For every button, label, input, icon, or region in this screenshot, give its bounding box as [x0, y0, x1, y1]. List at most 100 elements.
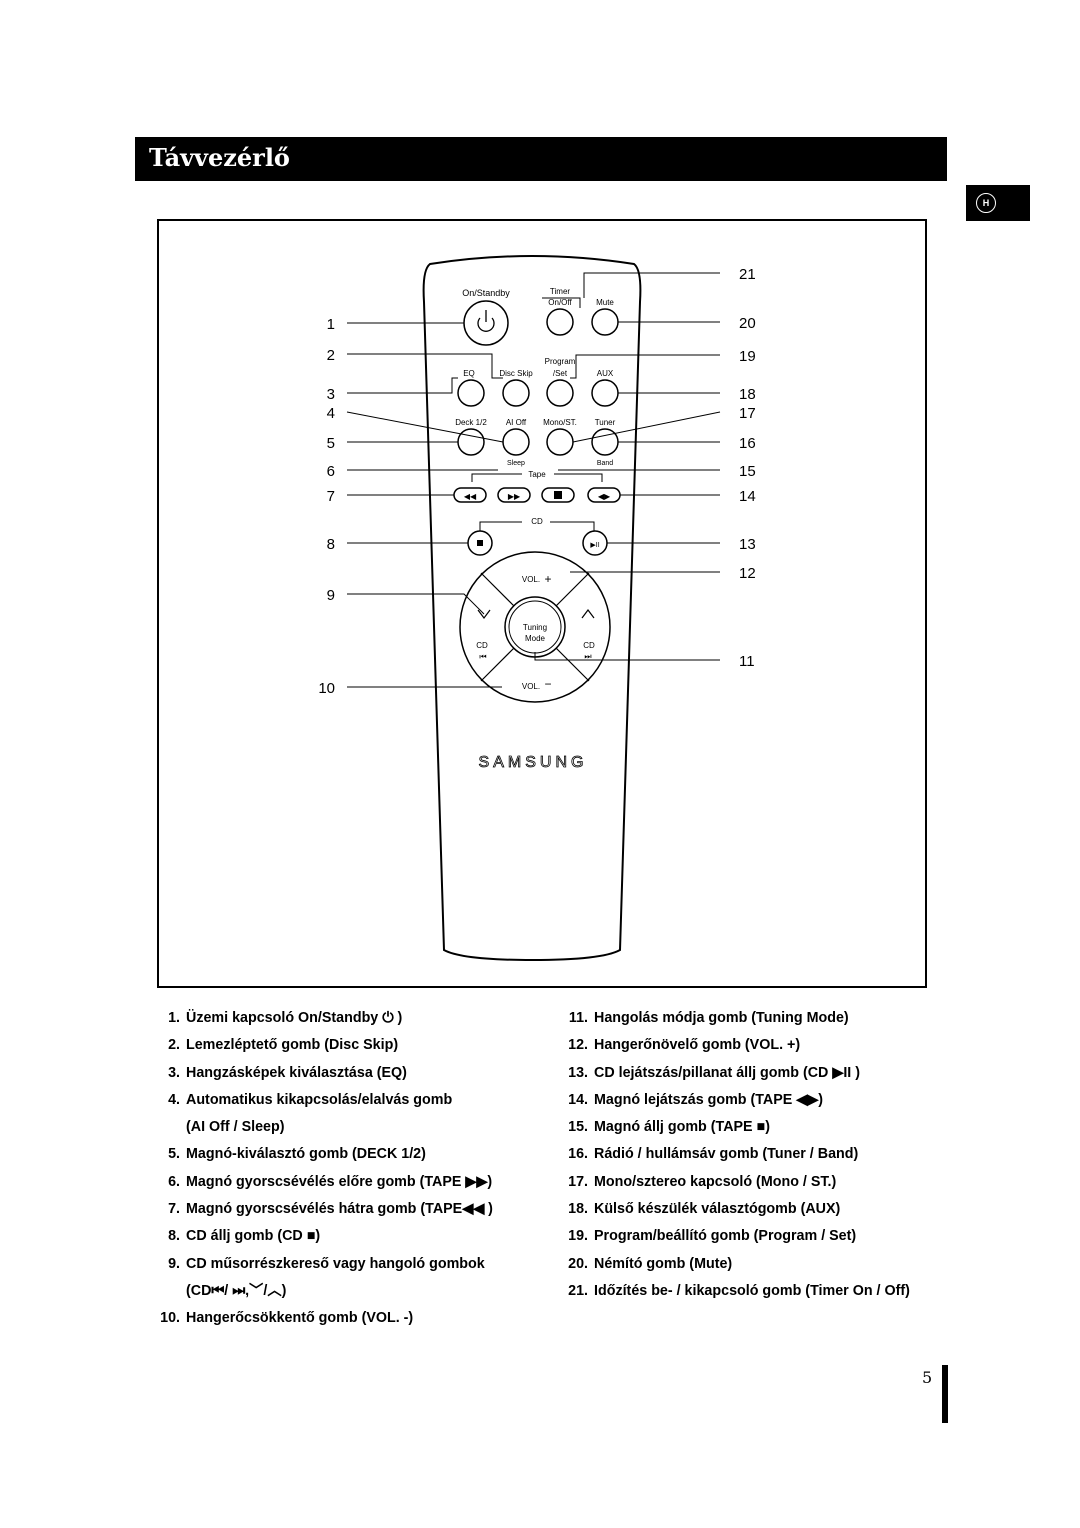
legend-item: 15.Magnó állj gomb (TAPE ■) — [568, 1119, 770, 1136]
vol-minus-label: VOL. — [522, 682, 540, 691]
right-leader-lines — [534, 272, 721, 661]
band-label: Band — [597, 460, 613, 467]
callout-2: 2 — [327, 347, 335, 364]
sleep-label: Sleep — [507, 460, 525, 467]
legend-item: 6.Magnó gyorscsévélés előre gomb (TAPE ▶… — [168, 1173, 493, 1190]
legend-item: 13.CD lejátszás/pillanat állj gomb (CD ▶… — [568, 1064, 861, 1081]
mono-st-label: Mono/ST. — [543, 418, 577, 427]
legend-item-continuation: (AI Off / Sleep) — [186, 1119, 285, 1136]
set-label: /Set — [553, 369, 568, 378]
page-number: 5 — [922, 1368, 933, 1387]
left-callouts: 1 2 3 4 5 6 7 8 9 10 — [318, 316, 335, 697]
plus-icon: + — [544, 572, 551, 586]
legend-item: 12.Hangerőnövelő gomb (VOL. +) — [568, 1037, 801, 1054]
language-badge: H — [976, 193, 996, 213]
left-leader-lines — [346, 322, 504, 688]
legend-item: 3.Hangzásképek kiválasztása (EQ) — [168, 1064, 407, 1081]
deck-button[interactable] — [457, 428, 485, 456]
legend-item: 1.Üzemi kapcsoló On/Standby ⏻ ) — [168, 1010, 403, 1026]
legend-item: 14.Magnó lejátszás gomb (TAPE ◀▶) — [568, 1091, 824, 1108]
legend-item: 7.Magnó gyorscsévélés hátra gomb (TAPE◀◀… — [168, 1201, 493, 1218]
right-callouts: 21 20 19 18 17 16 15 14 13 12 11 — [739, 266, 756, 670]
language-tab: H — [966, 185, 1030, 221]
remote-figure-frame: On/Standby Timer On/Off Mute Program EQ … — [157, 219, 927, 988]
program-set-button[interactable] — [546, 379, 574, 407]
callout-1: 1 — [327, 316, 335, 333]
cd-next-label: CD — [583, 641, 595, 650]
program-label: Program — [545, 357, 576, 366]
play-reverse-icon: ◀▶ — [598, 492, 611, 501]
callout-19: 19 — [739, 348, 756, 365]
callout-18: 18 — [739, 386, 756, 403]
on-standby-button[interactable] — [463, 300, 509, 346]
legend-item: 18.Külső készülék választógomb (AUX) — [568, 1201, 841, 1218]
vol-plus-label: VOL. — [522, 575, 540, 584]
tape-label: Tape — [528, 470, 546, 479]
mono-st-button[interactable] — [546, 428, 574, 456]
on-standby-label: On/Standby — [462, 288, 510, 298]
section-header-bar: Távvezérlő — [135, 137, 947, 181]
minus-icon: − — [544, 677, 551, 691]
legend-item: 2.Lemezléptető gomb (Disc Skip) — [168, 1037, 399, 1054]
page-marker-bar — [942, 1365, 948, 1423]
callout-13: 13 — [739, 536, 756, 553]
timer-onoff-button[interactable] — [546, 308, 574, 336]
legend-item: 5.Magnó-kiválasztó gomb (DECK 1/2) — [168, 1146, 426, 1163]
tuning-label: Tuning — [523, 623, 547, 632]
legend-item: 16.Rádió / hullámsáv gomb (Tuner / Band) — [568, 1146, 859, 1163]
legend-item: 21.Időzítés be- / kikapcsoló gomb (Timer… — [568, 1282, 910, 1299]
legend-item: 17.Mono/sztereo kapcsoló (Mono / ST.) — [568, 1173, 837, 1190]
section-title: Távvezérlő — [149, 143, 290, 172]
callout-20: 20 — [739, 315, 756, 332]
deck-label: Deck 1/2 — [455, 418, 487, 427]
callout-3: 3 — [327, 386, 335, 403]
play-pause-icon: ▶II — [590, 542, 599, 549]
eq-label: EQ — [463, 369, 475, 378]
callout-14: 14 — [739, 488, 756, 505]
tune-down-icon — [477, 609, 491, 619]
legend-item: 19.Program/beállító gomb (Program / Set) — [568, 1228, 857, 1245]
aux-button[interactable] — [591, 379, 619, 407]
aux-label: AUX — [597, 369, 614, 378]
brand-logo: SAMSUNG — [479, 754, 588, 771]
skip-forward-icon: ⏭ — [584, 652, 591, 661]
callout-4: 4 — [327, 405, 335, 422]
mute-button[interactable] — [591, 308, 619, 336]
callout-5: 5 — [327, 435, 335, 452]
tape-ffwd-button[interactable] — [497, 487, 531, 503]
tune-up-icon — [581, 609, 595, 619]
eq-button[interactable] — [457, 379, 485, 407]
disc-skip-label: Disc Skip — [499, 369, 533, 378]
legend-item-continuation: (CD⏮/ ⏭,﹀/︿) — [186, 1282, 287, 1299]
ai-off-sleep-button[interactable] — [502, 428, 530, 456]
cd-label: CD — [531, 517, 543, 526]
timer-onoff-label: On/Off — [548, 298, 572, 307]
stop-icon — [554, 491, 562, 499]
rewind-icon: ◀◀ — [464, 492, 477, 501]
cd-stop-icon — [477, 540, 483, 546]
legend-item: 11.Hangolás módja gomb (Tuning Mode) — [568, 1010, 849, 1026]
callout-9: 9 — [327, 587, 335, 604]
remote-diagram: On/Standby Timer On/Off Mute Program EQ … — [318, 255, 756, 962]
legend-right-column: 11.Hangolás módja gomb (Tuning Mode) 12.… — [564, 1005, 964, 1305]
tuner-label: Tuner — [595, 418, 616, 427]
legend-item: 4.Automatikus kikapcsolás/elalvás gomb — [168, 1091, 453, 1108]
timer-label: Timer — [550, 287, 570, 296]
legend-item: 20.Némító gomb (Mute) — [568, 1255, 733, 1272]
callout-21: 21 — [739, 266, 756, 283]
tuner-band-button[interactable] — [591, 428, 619, 456]
power-icon — [477, 310, 495, 332]
mode-label: Mode — [525, 634, 546, 643]
ai-off-label: AI Off — [506, 418, 527, 427]
legend-item: 8.CD állj gomb (CD ■) — [168, 1228, 321, 1245]
callout-6: 6 — [327, 463, 335, 480]
callout-16: 16 — [739, 435, 756, 452]
legend-left-column: 1.Üzemi kapcsoló On/Standby ⏻ ) 2.Lemezl… — [152, 1005, 552, 1333]
legend-item: 10.Hangerőcsökkentő gomb (VOL. -) — [160, 1310, 414, 1327]
callout-17: 17 — [739, 405, 756, 422]
callout-12: 12 — [739, 565, 756, 582]
callout-15: 15 — [739, 463, 756, 480]
fast-forward-icon: ▶▶ — [508, 492, 521, 501]
callout-11: 11 — [739, 653, 755, 670]
disc-skip-button[interactable] — [502, 379, 530, 407]
